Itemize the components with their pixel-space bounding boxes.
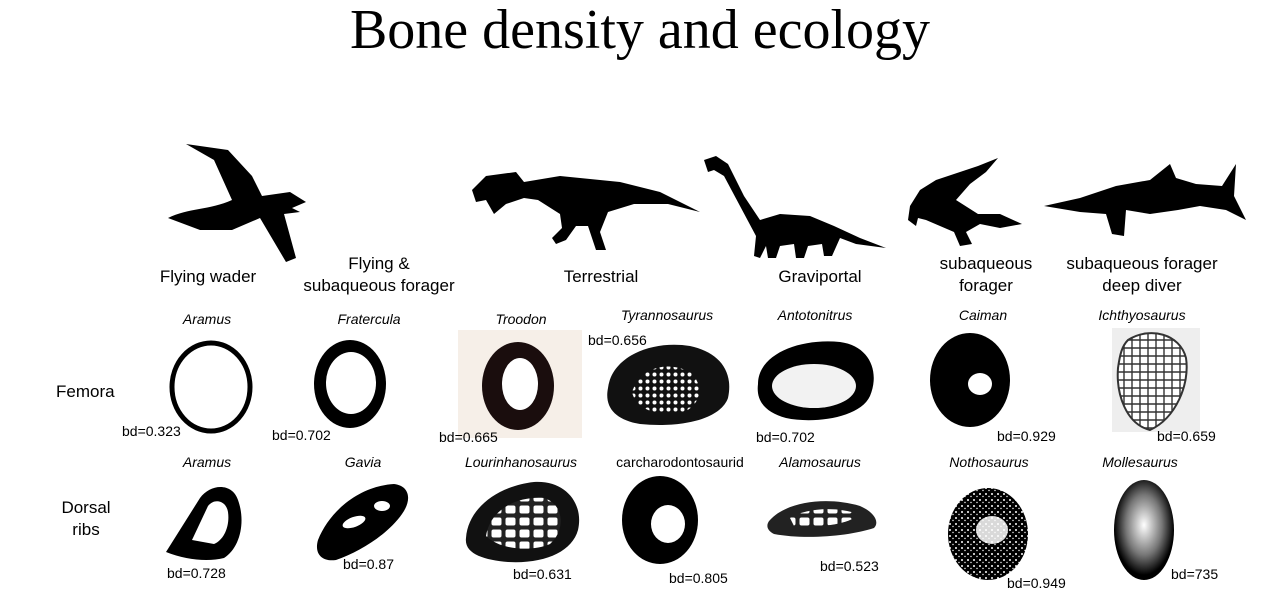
rib-section-mollesaurus [1114, 480, 1174, 580]
femur-section-troodon [458, 330, 582, 438]
rib-section-nothosaurus [948, 488, 1028, 580]
femur-bd-value: bd=0.702 [272, 427, 331, 443]
rib-bd-value: bd=0.631 [513, 566, 572, 582]
rib-bd-value: bd=0.87 [343, 556, 394, 572]
rib-section-gavia [316, 484, 409, 561]
femur-taxon-label: Aramus [182, 311, 232, 327]
crocodile-silhouette-icon [908, 158, 1022, 246]
femur-taxon-label: Tyrannosaurus [620, 307, 714, 323]
femur-bd-value: bd=0.665 [439, 429, 498, 445]
category-terrestrial: Terrestrial [563, 267, 639, 286]
ichthyosaur-silhouette-icon [1044, 164, 1246, 236]
femur-taxon-label: Caiman [958, 307, 1008, 323]
row-label-femora: Femora [56, 382, 115, 401]
category-flying-wader: Flying wader [159, 267, 257, 286]
rib-section-aramus [166, 487, 242, 560]
rib-taxon-label: Aramus [182, 454, 232, 470]
rib-bd-value: bd=735 [1171, 566, 1219, 582]
sauropod-silhouette-icon [704, 156, 886, 258]
rib-section-alamosaurus [767, 501, 877, 537]
rib-section-lourinhanosaurus [465, 481, 580, 563]
rib-taxon-label: Alamosaurus [779, 454, 861, 470]
femur-section-caiman [930, 333, 1010, 427]
rib-taxon-label: Gavia [344, 454, 382, 470]
rib-taxon-label: Nothosaurus [949, 454, 1029, 470]
rib-bd-value: bd=0.728 [167, 565, 226, 581]
femur-section-aramus [169, 340, 253, 434]
category-flying-subaqueous-forager: Flying &subaqueous forager [303, 254, 455, 295]
category-graviportal: Graviportal [778, 267, 862, 286]
femur-taxon-label: Ichthyosaurus [1098, 307, 1186, 323]
femur-bd-value: bd=0.656 [588, 332, 647, 348]
page-title: Bone density and ecology [349, 0, 931, 61]
femur-taxon-label: Fratercula [337, 311, 401, 327]
rib-bd-value: bd=0.805 [669, 570, 728, 586]
femur-section-fratercula [314, 340, 386, 428]
femur-section-antotonitrus [757, 341, 874, 421]
femur-section-ichthyosaurus [1112, 328, 1200, 432]
femur-taxon-label: Antotonitrus [777, 307, 853, 323]
rib-section-carcharodontosaurid [622, 476, 698, 564]
rib-bd-value: bd=0.523 [820, 558, 879, 574]
femur-bd-value: bd=0.323 [122, 423, 181, 439]
tyrannosaur-silhouette-icon [472, 172, 700, 250]
femur-section-tyrannosaurus [607, 344, 730, 425]
rib-taxon-label: carcharodontosaurid [616, 454, 744, 470]
femur-bd-value: bd=0.929 [997, 428, 1056, 444]
femur-bd-value: bd=0.659 [1157, 428, 1216, 444]
femur-bd-value: bd=0.702 [756, 429, 815, 445]
femur-taxon-label: Troodon [495, 311, 547, 327]
bird-silhouette-icon [168, 144, 306, 262]
rib-taxon-label: Lourinhanosaurus [464, 454, 578, 470]
rib-taxon-label: Mollesaurus [1102, 454, 1178, 470]
rib-bd-value: bd=0.949 [1007, 575, 1066, 591]
